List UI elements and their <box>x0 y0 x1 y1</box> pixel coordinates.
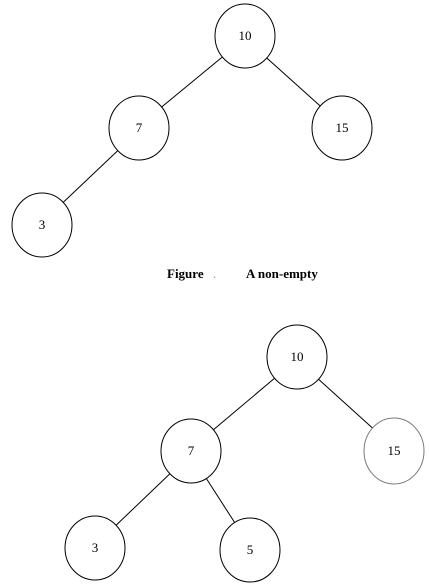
caption-separator: . <box>213 266 217 281</box>
edge-n10-n7 <box>161 56 223 108</box>
caption-figure-label: Figure <box>167 266 204 281</box>
caption-description: A non-empty <box>246 266 318 281</box>
node-label: 7 <box>188 443 195 458</box>
tree-node-10: 10 <box>214 3 276 69</box>
node-circle <box>108 95 170 161</box>
tree-node-3: 3 <box>64 515 126 581</box>
node-circle <box>311 95 373 161</box>
node-circle <box>160 418 222 484</box>
figure-caption: Figure . A non-empty <box>0 266 429 286</box>
tree-node-10: 10 <box>266 324 328 390</box>
node-label: 15 <box>336 120 349 135</box>
node-label: 10 <box>291 349 304 364</box>
tree-node-5: 5 <box>219 517 281 583</box>
edge-m7-m3 <box>115 473 171 526</box>
node-label: 7 <box>136 120 143 135</box>
node-circle <box>11 192 73 258</box>
node-label: 15 <box>388 443 401 458</box>
node-circle <box>214 3 276 69</box>
node-circle <box>363 417 425 485</box>
node-label: 3 <box>39 217 46 232</box>
tree-2: 10 7 15 3 5 <box>64 324 425 583</box>
edge-m7-m5 <box>205 478 236 523</box>
edge-n7-n3 <box>62 150 119 203</box>
tree-node-7: 7 <box>160 418 222 484</box>
node-circle <box>64 515 126 581</box>
tree-node-15: 15 <box>363 417 425 485</box>
edge-m10-m15 <box>318 378 373 429</box>
node-circle <box>266 324 328 390</box>
edge-m10-m7 <box>213 377 275 431</box>
node-label: 10 <box>239 28 252 43</box>
node-label: 3 <box>92 540 99 555</box>
node-label: 5 <box>247 542 254 557</box>
tree-node-15: 15 <box>311 95 373 161</box>
tree-1: 10 7 15 3 <box>11 3 373 258</box>
node-circle <box>219 517 281 583</box>
edge-n10-n15 <box>266 57 321 107</box>
tree-node-3: 3 <box>11 192 73 258</box>
tree-node-7: 7 <box>108 95 170 161</box>
